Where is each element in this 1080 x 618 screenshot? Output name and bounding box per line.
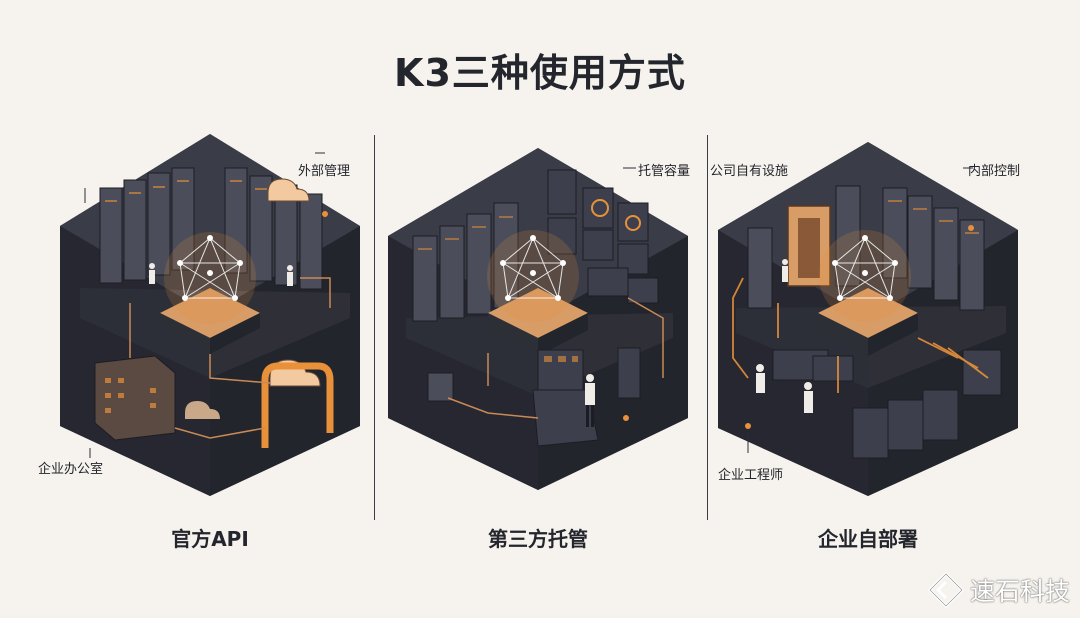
enterprise-self-deployment-illustration: 公司自有设施 内部控制 企业工程师	[710, 128, 1021, 498]
enterprise-self-deployment-datacenter-svg	[718, 142, 1018, 496]
callout-internal-control: 内部控制	[968, 164, 1021, 179]
watermark-text: 速石科技	[969, 577, 1070, 606]
divider	[707, 135, 708, 520]
label-enterprise-self-deployment: 企业自部署	[818, 527, 918, 551]
label-official-api: 官方API	[171, 527, 249, 551]
page-title: K3三种使用方式	[394, 51, 686, 95]
third-party-hosting-datacenter-svg	[388, 148, 688, 490]
official-api-illustration: 外部管理 企业办公室	[38, 128, 360, 498]
callout-hosted-capacity: 托管容量	[638, 164, 691, 179]
callout-enterprise-office: 企业办公室	[38, 462, 104, 477]
callout-external-management: 外部管理	[298, 164, 351, 179]
third-party-hosting-illustration: 托管容量	[388, 128, 691, 498]
divider	[374, 135, 375, 520]
diamond-logo-icon	[927, 572, 964, 608]
watermark: 速石科技	[927, 572, 1070, 608]
callout-company-facilities: 公司自有设施	[710, 164, 789, 179]
official-api-datacenter-svg	[60, 134, 360, 496]
label-third-party-hosting: 第三方托管	[488, 527, 588, 551]
callout-enterprise-engineer: 企业工程师	[718, 468, 784, 483]
